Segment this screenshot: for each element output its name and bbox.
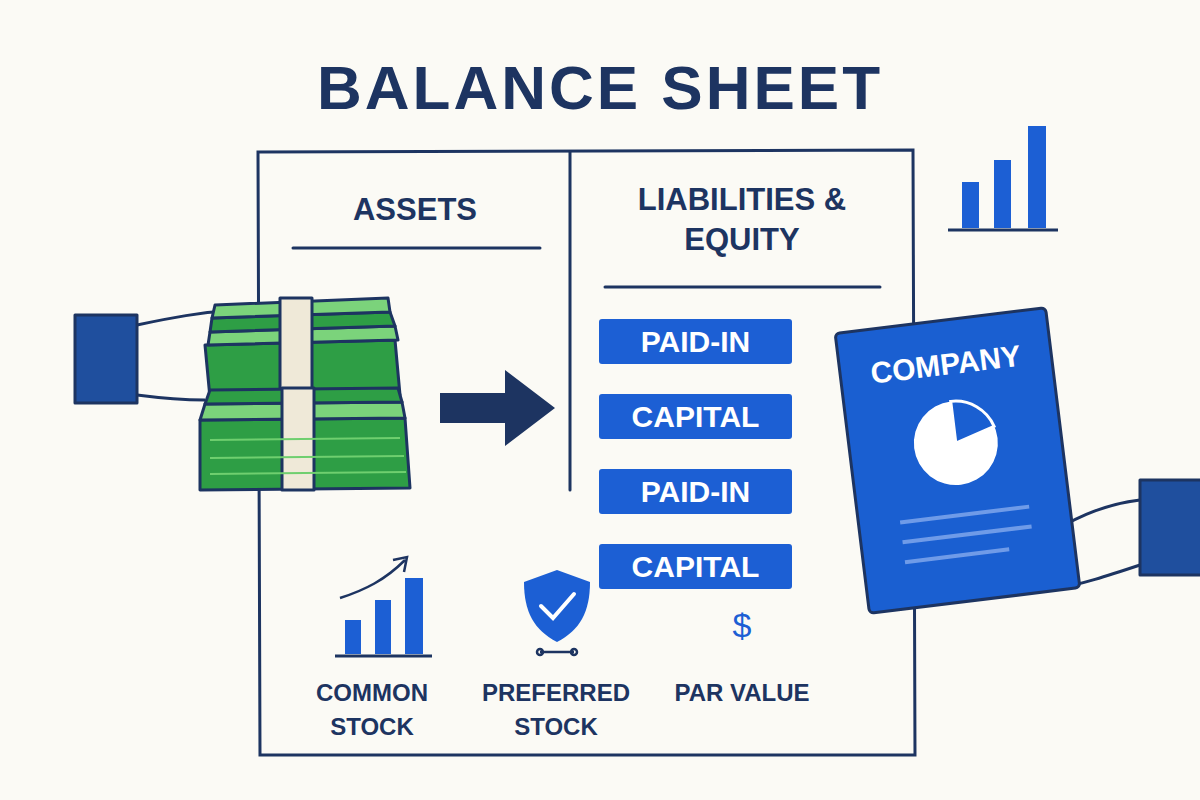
dollar-symbol: $ (712, 608, 772, 642)
shield-icon (524, 570, 590, 655)
pie-chart-icon (849, 373, 1072, 596)
box-label: PAID-IN (641, 325, 750, 359)
company-document: COMPANY (833, 306, 1081, 615)
item-label: PAR VALUE (657, 676, 827, 710)
item-label: COMMON STOCK (297, 676, 447, 744)
equity-box: PAID-IN (599, 469, 792, 514)
diagram-title: BALANCE SHEET (0, 52, 1200, 123)
equity-box: CAPITAL (599, 544, 792, 589)
heading: COMPANY (840, 335, 1052, 394)
growth-chart-icon (335, 557, 432, 656)
equity-box: PAID-IN (599, 319, 792, 364)
heading: LIABILITIES & EQUITY (597, 180, 887, 260)
assets-column: ASSETS (262, 154, 568, 264)
item-label: PREFERRED STOCK (476, 676, 636, 744)
equity-box: CAPITAL (599, 394, 792, 439)
box-label: PAID-IN (641, 475, 750, 509)
bar-chart-icon (948, 126, 1058, 230)
money-stacks (200, 298, 410, 490)
heading: ASSETS (270, 190, 560, 230)
box-label: CAPITAL (632, 550, 760, 584)
flow-arrow (440, 370, 555, 446)
box-label: CAPITAL (632, 400, 760, 434)
